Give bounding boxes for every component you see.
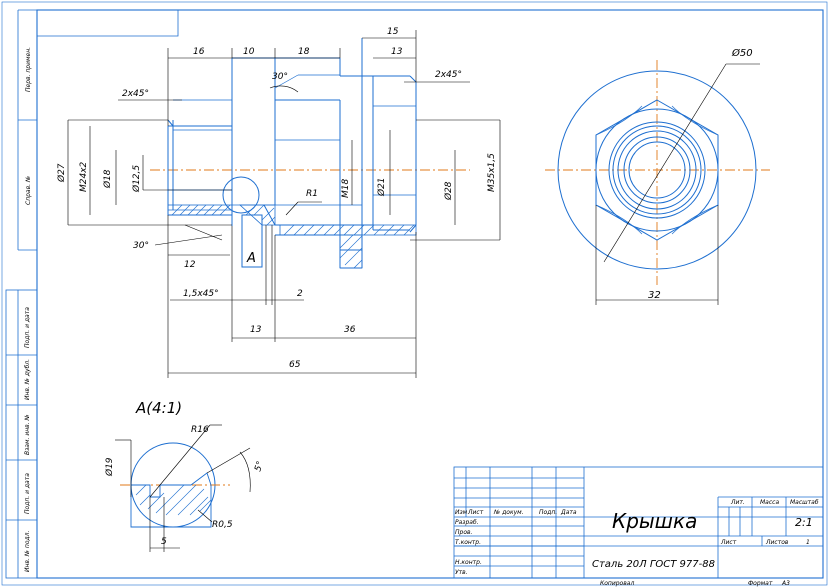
- detail-a-circle: [222, 176, 260, 214]
- copied-label: Копировал: [600, 580, 634, 587]
- dim-m24: M24x2: [79, 161, 89, 192]
- section-hatch: [167, 204, 417, 269]
- dim-chamfer-right: 2x45°: [435, 70, 462, 80]
- tb-sheet-label: Лист: [720, 539, 737, 546]
- tb-head-sign: Подп.: [539, 509, 557, 516]
- dim-18: 18: [298, 47, 310, 57]
- dim-12: 12: [184, 260, 196, 270]
- dim-13-top: 13: [391, 47, 403, 57]
- stamp-text-2: Справ. №: [25, 176, 32, 205]
- end-view: Ø50 32: [545, 47, 770, 305]
- dim-r05: R0,5: [212, 520, 233, 530]
- title-block: Изм Лист № докум. Подп. Дата Разраб. Про…: [453, 466, 824, 587]
- stamp-text-6: Подп. и дата: [24, 473, 31, 514]
- dim-phi19: Ø19: [104, 457, 115, 477]
- dim-m18: M18: [341, 179, 351, 198]
- tb-head-list: Лист: [467, 509, 484, 516]
- dim-phi27: Ø27: [56, 163, 67, 183]
- tb-role-approved: Утв.: [455, 569, 468, 576]
- tb-col-mass: Масса: [760, 499, 779, 506]
- inner-frame: [36, 9, 824, 579]
- tb-sheets-count: 1: [806, 539, 810, 546]
- dim-chamfer-15: 1,5x45°: [183, 289, 219, 299]
- main-section-view: А 16 10 18 15 13 30° 2x45° 2x45° Ø27 M24…: [56, 27, 501, 378]
- tb-role-tcontrol: Т.контр.: [455, 539, 481, 546]
- dim-m35: M35x1,5: [487, 153, 497, 192]
- dim-10: 10: [243, 47, 255, 57]
- tb-role-developer: Разраб.: [455, 519, 479, 526]
- dim-16: 16: [193, 47, 205, 57]
- tb-role-checker: Пров.: [455, 529, 473, 536]
- tb-head-date: Дата: [560, 509, 577, 516]
- dim-phi28: Ø28: [443, 181, 454, 201]
- dim-15: 15: [387, 27, 399, 37]
- top-left-stamp: [37, 10, 179, 37]
- detail-label: А(4:1): [135, 399, 182, 417]
- tb-scale-value: 2:1: [795, 516, 813, 529]
- dim-phi18: Ø18: [102, 169, 113, 189]
- dim-13-bottom: 13: [250, 325, 262, 335]
- dim-angle-30-bottom: 30°: [133, 241, 149, 251]
- section-marker: А: [246, 251, 256, 266]
- format-value: А3: [781, 580, 790, 587]
- dim-chamfer-left: 2x45°: [122, 89, 149, 99]
- detail-a-view: А(4:1) R16 Ø19 R0,5 5 5°: [104, 399, 266, 552]
- format-label: Формат: [748, 580, 773, 587]
- part-name: Крышка: [612, 509, 697, 533]
- dim-65: 65: [289, 360, 301, 370]
- tb-col-scale: Масштаб: [790, 499, 819, 506]
- dim-phi125: Ø12,5: [131, 165, 142, 193]
- tb-head-izm: Изм: [455, 509, 468, 516]
- tb-head-doc: № докум.: [493, 509, 524, 516]
- dim-angle-5: 5°: [253, 460, 266, 473]
- stamp-text-7: Инв. № подл.: [24, 531, 31, 572]
- tb-sheets-label: Листов: [765, 539, 789, 546]
- material: Сталь 20Л ГОСТ 977-88: [592, 559, 715, 570]
- dim-phi50: Ø50: [731, 47, 753, 59]
- dim-36: 36: [344, 325, 356, 335]
- dim-5: 5: [161, 537, 167, 547]
- stamp-text-5: Взам. инв. №: [24, 414, 31, 455]
- stamp-text-1: Перв. примен.: [25, 47, 32, 92]
- left-side-stamp: Перв. примен. Справ. № Подп. и дата Инв.…: [5, 9, 38, 579]
- tb-col-lit: Лит.: [730, 499, 745, 506]
- dim-angle-30-top: 30°: [272, 72, 288, 82]
- tb-role-ncontrol: Н.контр.: [455, 559, 482, 566]
- dim-2: 2: [297, 289, 303, 299]
- stamp-text-4: Инв. № дубл.: [24, 359, 31, 400]
- dim-32: 32: [648, 290, 661, 301]
- dim-r1: R1: [306, 189, 318, 199]
- dim-phi21: Ø21: [376, 177, 387, 197]
- dim-r16: R16: [191, 425, 209, 435]
- stamp-text-3: Подп. и дата: [24, 307, 31, 348]
